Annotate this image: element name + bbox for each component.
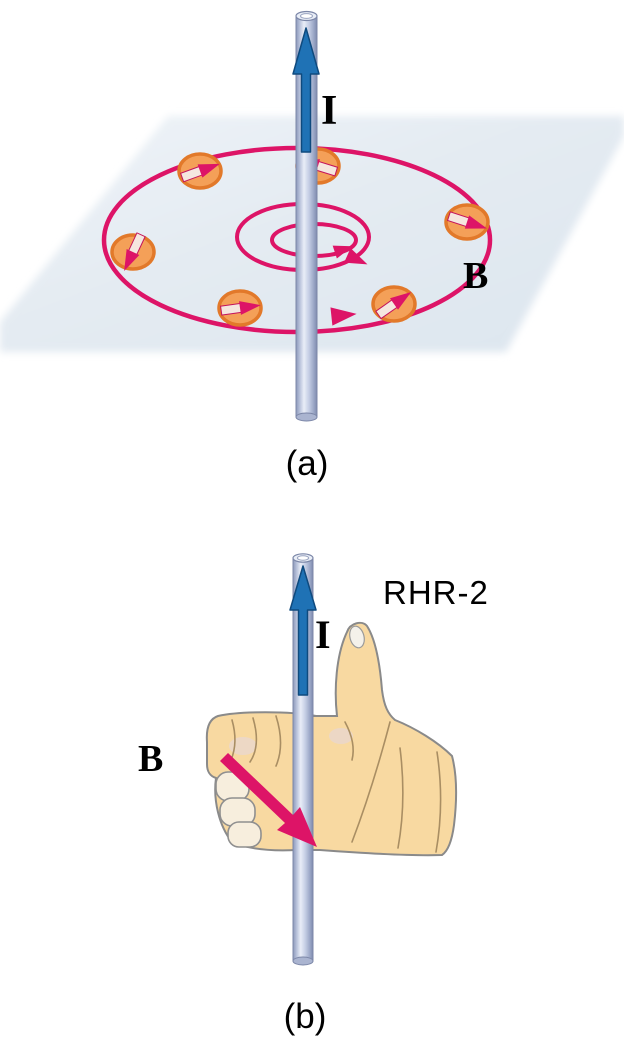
rule-label: RHR-2 <box>383 574 489 611</box>
hand-palm-thumb <box>295 621 458 857</box>
hand-shading <box>229 728 353 755</box>
panel-a-drawing <box>0 10 624 422</box>
panel-b-drawing <box>205 553 458 966</box>
hand-creases <box>230 715 442 853</box>
compass-left <box>110 231 156 275</box>
field-label-b: B <box>138 738 164 780</box>
compass-top-left <box>177 152 223 190</box>
compass-bottom-right <box>371 285 417 323</box>
compass-bottom-left <box>217 289 263 327</box>
current-label-a: I <box>321 88 338 134</box>
caption-a: (a) <box>285 444 329 483</box>
fingertip-segments <box>215 771 262 848</box>
field-label-a: B <box>463 255 489 297</box>
caption-b: (b) <box>283 997 327 1036</box>
compass-right <box>444 203 490 241</box>
field-arrow-b <box>220 753 317 847</box>
current-arrow-a <box>292 27 320 153</box>
current-label-b: I <box>315 612 331 657</box>
current-arrow-b <box>289 565 317 696</box>
thumb-nail <box>349 625 365 649</box>
right-hand <box>205 621 458 857</box>
